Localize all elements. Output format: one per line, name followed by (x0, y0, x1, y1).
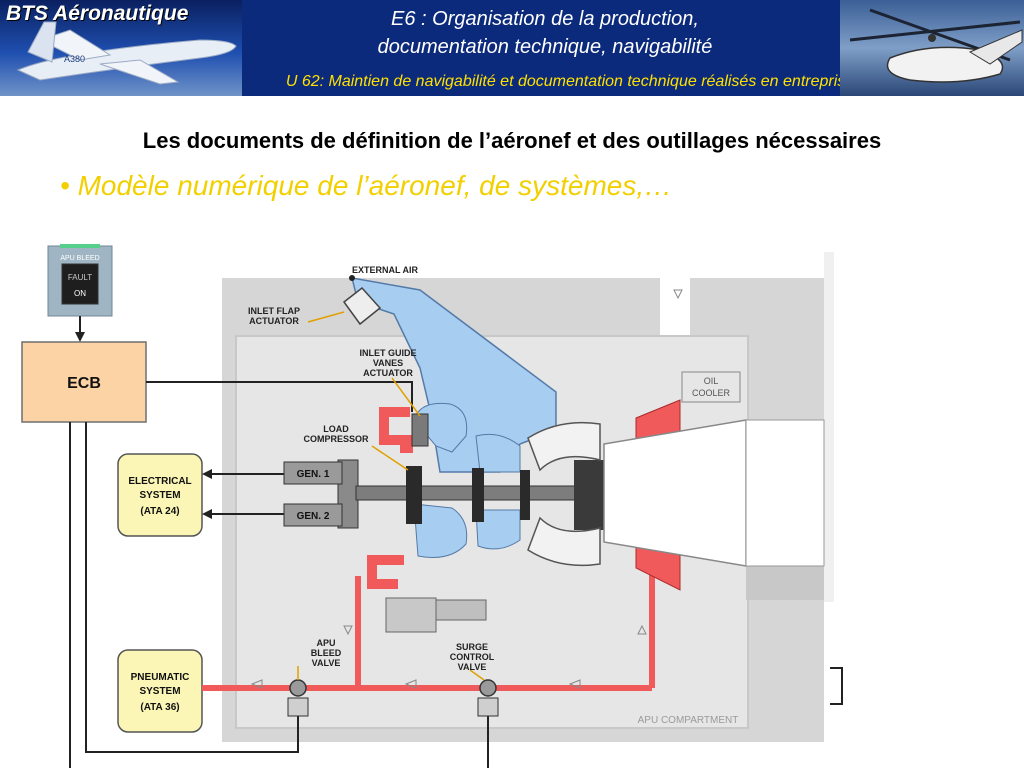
inlet-guide-label-1: INLET GUIDE (359, 348, 416, 358)
load-compressor-label-2: COMPRESSOR (303, 434, 369, 444)
inlet-guide-label-2: VANES (373, 358, 403, 368)
brand-name: BTS Aéronautique (6, 2, 189, 25)
surge-valve-label-1: SURGE (456, 642, 488, 652)
pneumatic-label-1: PNEUMATIC (131, 672, 190, 683)
electrical-label-2: SYSTEM (139, 490, 180, 501)
inlet-flap-label-2: ACTUATOR (249, 316, 299, 326)
inlet-guide-label-3: ACTUATOR (363, 368, 413, 378)
apu-bleed-valve (287, 679, 309, 717)
svg-text:A380: A380 (64, 54, 85, 64)
inlet-flap-label-1: INLET FLAP (248, 306, 300, 316)
surge-control-valve (477, 679, 499, 717)
header-title-line1: E6 : Organisation de la production, (391, 8, 699, 30)
inlet-guide-vanes-actuator (411, 413, 429, 447)
external-air-label: EXTERNAL AIR (352, 265, 419, 275)
ecb-box (21, 341, 147, 423)
header-title-line2: documentation technique, navigabilité (377, 36, 713, 58)
pneumatic-label-3: (ATA 36) (140, 702, 179, 713)
gen2-box (283, 503, 343, 527)
apu-bleed-valve-label-1: APU (316, 638, 335, 648)
bullet-item: • Modèle numérique de l’aéronef, de syst… (60, 170, 673, 201)
helicopter-icon (849, 8, 1023, 83)
inlet-flap-actuator (342, 286, 382, 326)
ecb-label: ECB (67, 375, 101, 392)
aircraft-icon: A380 (16, 21, 237, 85)
electrical-label-1: ELECTRICAL (128, 476, 191, 487)
panel-on-label: ON (74, 289, 86, 298)
pneumatic-label-2: SYSTEM (139, 686, 180, 697)
apu-compartment-label: APU COMPARTMENT (638, 715, 739, 726)
surge-valve-label-2: CONTROL (450, 652, 495, 662)
electrical-label-3: (ATA 24) (140, 506, 179, 517)
helicopter-image (840, 0, 1024, 96)
apu-bleed-valve-label-3: VALVE (312, 658, 341, 668)
oil-cooler-label-2: COOLER (692, 388, 731, 398)
oil-cooler-label-1: OIL (704, 376, 719, 386)
gen2-label: GEN. 2 (297, 511, 330, 522)
gen1-label: GEN. 1 (297, 469, 330, 480)
panel-title: APU BLEED (60, 255, 99, 262)
header-subtitle: U 62: Maintien de navigabilité et docume… (285, 73, 855, 90)
air-intake-duct (350, 277, 557, 473)
apu-bleed-valve-label-2: BLEED (311, 648, 342, 658)
exhaust-duct (603, 419, 747, 567)
apu-bleed-panel: APU BLEED FAULT ON (47, 244, 113, 317)
airbus-a380-image: A380 BTS Aéronautique (0, 0, 242, 96)
surge-valve-label-3: VALVE (458, 662, 487, 672)
electrical-system-box (117, 453, 203, 537)
slide-title: Les documents de définition de l’aéronef… (142, 128, 882, 153)
header-banner: A380 BTS Aéronautique E6 : Organisation … (0, 0, 1024, 96)
load-compressor-label-1: LOAD (323, 424, 349, 434)
panel-fault-label: FAULT (68, 273, 92, 282)
apu-system-diagram: APU BLEED FAULT ON ECB ELECTRICAL SYSTEM… (21, 244, 843, 768)
fault-button[interactable] (61, 263, 99, 305)
oil-cooler (681, 371, 741, 403)
gen1-box (283, 461, 343, 485)
